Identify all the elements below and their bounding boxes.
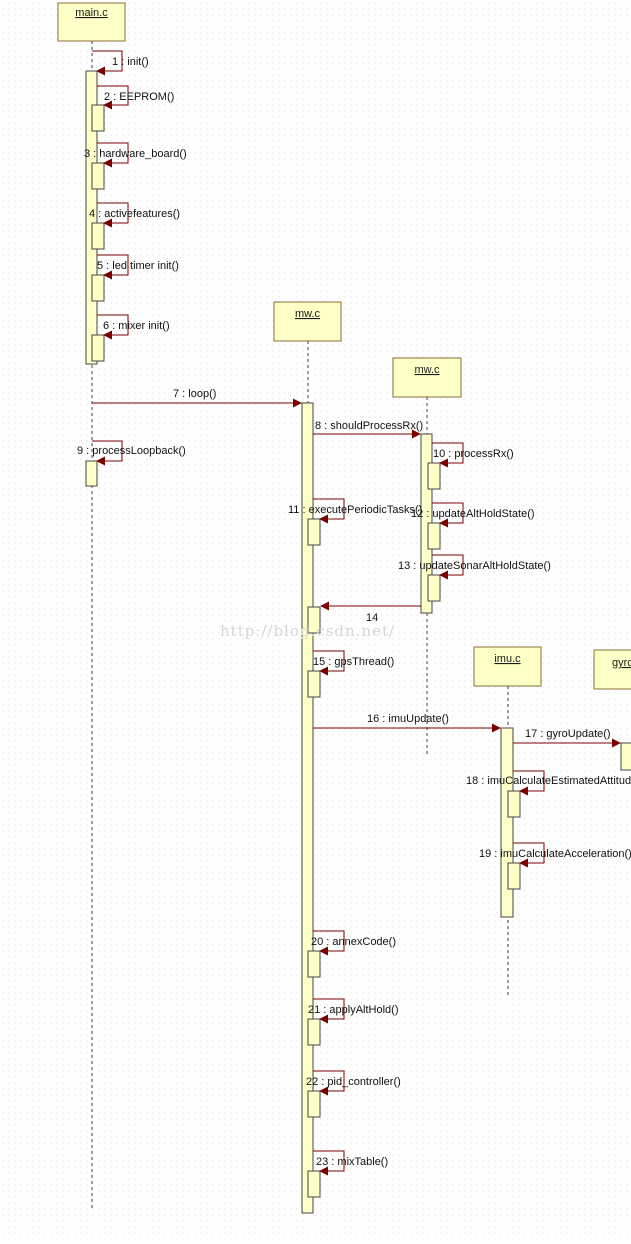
- activation-imu-18: [507, 790, 521, 818]
- activation-mw1-20: [307, 950, 321, 978]
- activation-main-4: [91, 222, 105, 250]
- msg-label-4: 4 : activefeatures(): [89, 208, 180, 220]
- message-arrows: [92, 50, 621, 1176]
- msg-label-16: 16 : imuUpdate(): [367, 713, 449, 725]
- msg-label-23: 23 : mixTable(): [316, 1156, 388, 1168]
- msg-label-19: 19 : imuCalculateAcceleration(): [479, 848, 631, 860]
- activation-main-2: [91, 104, 105, 132]
- activation-main-9: [85, 460, 98, 487]
- arrow-msg-12: [432, 502, 464, 528]
- msg-label-6: 6 : mixer init(): [103, 320, 170, 332]
- activation-gyro: [620, 742, 631, 771]
- msg-label-13: 13 : updateSonarAltHoldState(): [398, 560, 551, 572]
- msg-label-10: 10 : processRx(): [433, 448, 514, 460]
- activation-main: [85, 70, 98, 365]
- msg-label-15: 15 : gpsThread(): [313, 656, 394, 668]
- object-box-mw2: [392, 357, 462, 398]
- activation-main-3: [91, 162, 105, 190]
- object-imu: imu.c: [473, 646, 542, 687]
- arrow-msg-4: [97, 202, 129, 228]
- activation-mw1-23: [307, 1170, 321, 1198]
- object-label-imu: imu.c: [494, 653, 521, 665]
- object-box-mw1: [273, 301, 342, 342]
- object-main: main.c: [57, 2, 126, 42]
- activation-main-6: [91, 334, 105, 362]
- arrow-msg-11: [313, 498, 345, 524]
- msg-label-5: 5 : led timer init(): [97, 260, 179, 272]
- message-labels: 1 : init() 2 : EEPROM() 3 : hardware_boa…: [77, 56, 631, 1168]
- activation-mw1-11: [307, 518, 321, 546]
- activation-mw2-10: [427, 462, 441, 490]
- arrow-msg-6: [97, 314, 129, 340]
- activation-imu-19: [507, 862, 521, 890]
- msg-label-18: 18 : imuCalculateEstimatedAttitude(): [466, 775, 631, 787]
- arrow-msg-10: [432, 442, 464, 468]
- arrow-msg-15: [313, 650, 345, 676]
- msg-label-22: 22 : pid_controller(): [306, 1076, 401, 1088]
- activation-mw1: [301, 402, 314, 1214]
- arrow-msg-9: [92, 440, 123, 466]
- arrow-msg-5: [97, 254, 129, 280]
- msg-label-9: 9 : processLoopback(): [77, 445, 186, 457]
- arrow-msg-2: [97, 85, 129, 110]
- activations: [85, 70, 631, 1214]
- msg-label-2: 2 : EEPROM(): [104, 91, 174, 103]
- arrow-msg-21: [313, 998, 345, 1024]
- arrow-msg-23: [313, 1150, 345, 1176]
- msg-label-12: 12 : updateAltHoldState(): [411, 508, 535, 520]
- object-label-gyro: gyro: [612, 657, 631, 669]
- object-label-mw2: mw.c: [414, 364, 440, 376]
- msg-label-1: 1 : init(): [112, 56, 149, 68]
- arrow-msg-13: [432, 554, 464, 580]
- msg-label-3: 3 : hardware_board(): [84, 148, 187, 160]
- arrow-msg-22: [313, 1070, 345, 1096]
- object-label-mw1: mw.c: [295, 308, 321, 320]
- msg-label-14: 14: [366, 612, 378, 624]
- activation-mw1-21: [307, 1018, 321, 1046]
- object-box-imu: [473, 646, 542, 687]
- activation-main-5: [91, 274, 105, 302]
- msg-label-8: 8 : shouldProcessRx(): [315, 420, 423, 432]
- activation-mw1-14: [307, 606, 321, 634]
- object-mw1: mw.c: [273, 301, 342, 342]
- msg-label-21: 21 : applyAltHold(): [308, 1004, 399, 1016]
- msg-label-11: 11 : executePeriodicTasks(): [288, 504, 422, 516]
- arrow-msg-18: [513, 770, 545, 796]
- activation-mw1-15: [307, 670, 321, 698]
- object-box-main: [57, 2, 126, 42]
- arrow-msg-20: [313, 930, 345, 956]
- msg-label-17: 17 : gyroUpdate(): [525, 728, 611, 740]
- object-label-main: main.c: [75, 7, 108, 19]
- msg-label-7: 7 : loop(): [173, 388, 216, 400]
- watermark: http://blog.csdn.net/: [220, 622, 395, 640]
- activation-mw1-22: [307, 1090, 321, 1118]
- arrow-msg-19: [513, 842, 545, 868]
- msg-label-20: 20 : annexCode(): [311, 936, 396, 948]
- object-gyro: gyro: [593, 649, 631, 690]
- object-box-gyro: [593, 649, 631, 690]
- arrow-msg-3: [97, 142, 129, 168]
- activation-mw2-12: [427, 522, 441, 550]
- object-mw2: mw.c: [392, 357, 462, 398]
- arrow-msg-1: [92, 50, 123, 76]
- activation-mw2-13: [427, 574, 441, 602]
